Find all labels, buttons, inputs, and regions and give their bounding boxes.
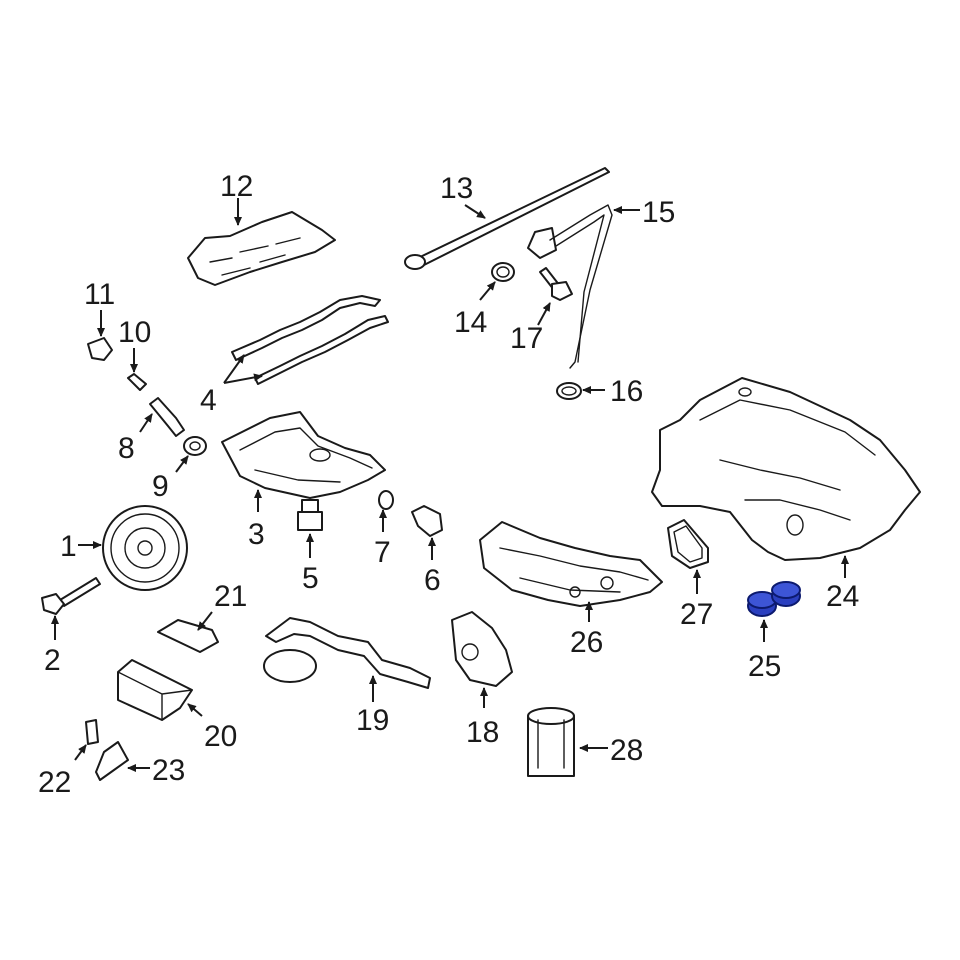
part-5-drain-plug[interactable] (297, 499, 323, 531)
part-10-pin[interactable] (127, 373, 147, 391)
callout-22: 22 (38, 766, 71, 799)
part-11-plug[interactable] (87, 337, 113, 361)
part-7-seal[interactable] (378, 490, 394, 510)
callout-8: 8 (118, 432, 135, 465)
part-6-sensor[interactable] (411, 505, 443, 537)
callout-2: 2 (44, 644, 61, 677)
callout-6: 6 (424, 564, 441, 597)
callout-21: 21 (214, 580, 247, 613)
callout-12: 12 (220, 170, 253, 203)
callout-5: 5 (302, 562, 319, 595)
callout-17: 17 (510, 322, 543, 355)
callout-24: 24 (826, 580, 859, 613)
part-17-bolt[interactable] (539, 267, 573, 301)
part-21-gasket[interactable] (157, 619, 219, 653)
part-8-fitting[interactable] (149, 397, 185, 437)
callout-7: 7 (374, 536, 391, 569)
part-2-bolt[interactable] (41, 577, 101, 615)
part-19-pickup-tube[interactable] (263, 617, 431, 689)
part-22-stud[interactable] (85, 719, 99, 745)
part-20-oil-cooler[interactable] (117, 659, 193, 721)
part-23-stud[interactable] (95, 741, 129, 781)
callout-26: 26 (570, 626, 603, 659)
part-13-dipstick[interactable] (404, 167, 610, 270)
callout-1: 1 (60, 530, 77, 563)
part-12-baffle[interactable] (187, 211, 336, 286)
leader-lines (51, 198, 849, 772)
callout-10: 10 (118, 316, 151, 349)
callout-11: 11 (84, 278, 115, 311)
part-16-o-ring[interactable] (556, 382, 582, 400)
callout-14: 14 (454, 306, 487, 339)
callout-27: 27 (680, 598, 713, 631)
part-25-seals[interactable] (747, 581, 801, 617)
part-26-assembly[interactable] (479, 521, 663, 607)
callout-28: 28 (610, 734, 643, 767)
callout-15: 15 (642, 196, 675, 229)
callout-13: 13 (440, 172, 473, 205)
part-4-gaskets[interactable] (231, 295, 389, 385)
part-15-dipstick-tube[interactable] (527, 204, 613, 369)
part-1-pulley[interactable] (102, 505, 188, 591)
callout-9: 9 (152, 470, 169, 503)
callout-labels: 1 2 3 4 5 6 7 8 9 10 11 12 13 14 15 16 1… (38, 170, 859, 799)
part-9-grommet[interactable] (183, 436, 207, 456)
part-28-oil-filter[interactable] (527, 707, 575, 777)
callout-19: 19 (356, 704, 389, 737)
callout-20: 20 (204, 720, 237, 753)
callout-3: 3 (248, 518, 265, 551)
callout-4: 4 (200, 384, 217, 417)
part-14-o-ring[interactable] (491, 262, 515, 282)
part-3-oil-pan[interactable] (221, 411, 386, 499)
callout-25: 25 (748, 650, 781, 683)
part-24-upper-oil-pan[interactable] (651, 377, 921, 561)
callout-16: 16 (610, 375, 643, 408)
part-18-oil-pump[interactable] (451, 611, 513, 687)
part-27-gasket[interactable] (667, 519, 709, 569)
callout-18: 18 (466, 716, 499, 749)
callout-23: 23 (152, 754, 185, 787)
